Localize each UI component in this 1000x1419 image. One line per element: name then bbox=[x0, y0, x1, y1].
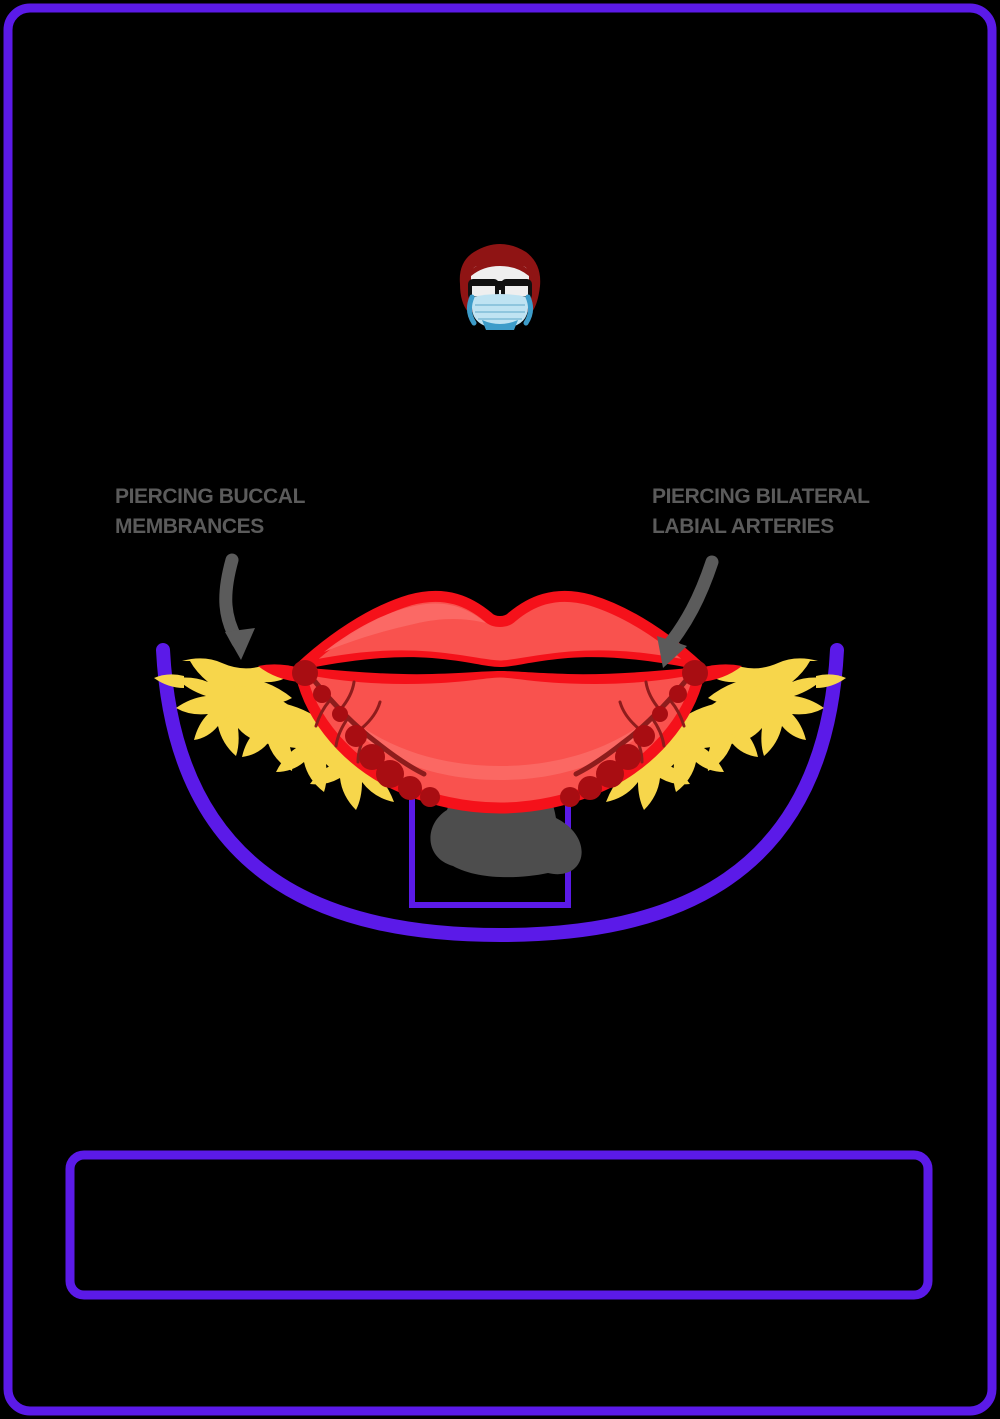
label-left-line1: PIERCING BUCCAL bbox=[115, 485, 306, 508]
piercing-bilateral-labial-arteries-label: PIERCING BILATERAL LABIAL ARTERIES bbox=[652, 482, 870, 542]
lower-lip-highlight bbox=[330, 700, 670, 780]
avatar-neck bbox=[482, 320, 518, 330]
label-right-line2: LABIAL ARTERIES bbox=[652, 515, 834, 538]
jaw-arc bbox=[156, 643, 844, 943]
pointer-arrow-right bbox=[657, 555, 719, 668]
piercing-buccal-membrances-label: PIERCING BUCCAL MEMBRANCES bbox=[115, 482, 305, 542]
bleed-points-right bbox=[560, 660, 708, 807]
label-left-line2: MEMBRANCES bbox=[115, 515, 264, 538]
avatar-mask-folds bbox=[475, 304, 525, 320]
avatar-mask-band bbox=[466, 294, 534, 326]
slide-frame bbox=[3, 3, 997, 1416]
lips-illustration bbox=[258, 590, 742, 814]
right-commissure bbox=[700, 664, 742, 682]
pointer-arrow-left bbox=[219, 553, 255, 660]
upper-lip-highlight bbox=[324, 603, 486, 652]
label-right-line1: PIERCING BILATERAL bbox=[652, 485, 870, 508]
caption-box[interactable] bbox=[65, 1150, 933, 1300]
masked-doctor-avatar bbox=[459, 244, 541, 330]
bleed-points-left bbox=[292, 660, 440, 807]
mouth-opening bbox=[310, 657, 690, 675]
avatar-fringe bbox=[471, 260, 529, 276]
left-commissure bbox=[258, 664, 300, 682]
